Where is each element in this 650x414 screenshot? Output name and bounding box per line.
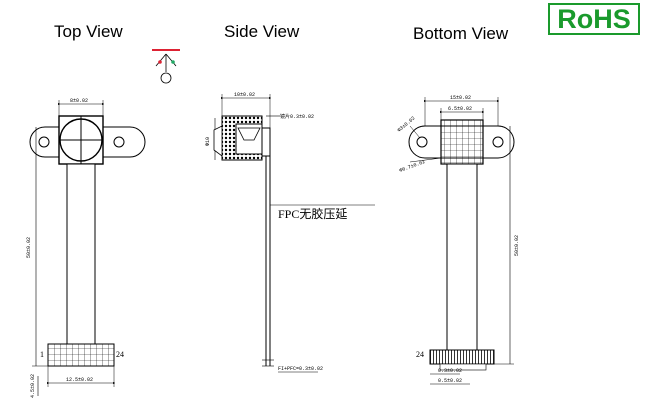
rohs-badge: RoHS xyxy=(548,3,640,35)
bottom-pitch-dim: 0.5±0.02 xyxy=(438,378,462,384)
bottom-offset-dim: Φ0.7±0.02 xyxy=(399,159,426,174)
top-length-dim: 50±0.02 xyxy=(26,237,32,258)
bottom-top-dim: 15±0.02 xyxy=(450,95,471,101)
side-dia-dim: Φ10 xyxy=(205,137,211,146)
side-fpc-dim: FI+PFC=0.3±0.02 xyxy=(278,366,323,372)
bottom-view-title: Bottom View xyxy=(413,24,509,43)
bottom-pinw-dim: 0.3±0.02 xyxy=(438,368,462,374)
side-view-title: Side View xyxy=(224,22,300,41)
top-view-title: Top View xyxy=(54,22,123,41)
top-view-drawing xyxy=(29,100,146,396)
side-flange-dim: 镜片0.3±0.02 xyxy=(280,113,314,120)
top-pin-last: 24 xyxy=(116,350,124,359)
bottom-inner-dim: 6.5±0.02 xyxy=(448,106,472,112)
bottom-pin-last: 24 xyxy=(416,350,424,359)
side-fpc-note: FPC无胶压延 xyxy=(278,206,347,221)
top-pin-first: 1 xyxy=(40,350,44,359)
bottom-length-dim: 50±0.02 xyxy=(514,235,520,256)
bottom-view-drawing xyxy=(408,97,515,385)
side-view-drawing xyxy=(152,49,375,373)
top-width-dim: 12.5±0.02 xyxy=(66,377,93,383)
top-lens-dim: 8±0.02 xyxy=(70,98,88,104)
side-top-dim: 10±0.02 xyxy=(234,92,255,98)
top-thick-dim: 4.5±0.02 xyxy=(30,374,36,398)
wiring-icon xyxy=(152,49,180,84)
